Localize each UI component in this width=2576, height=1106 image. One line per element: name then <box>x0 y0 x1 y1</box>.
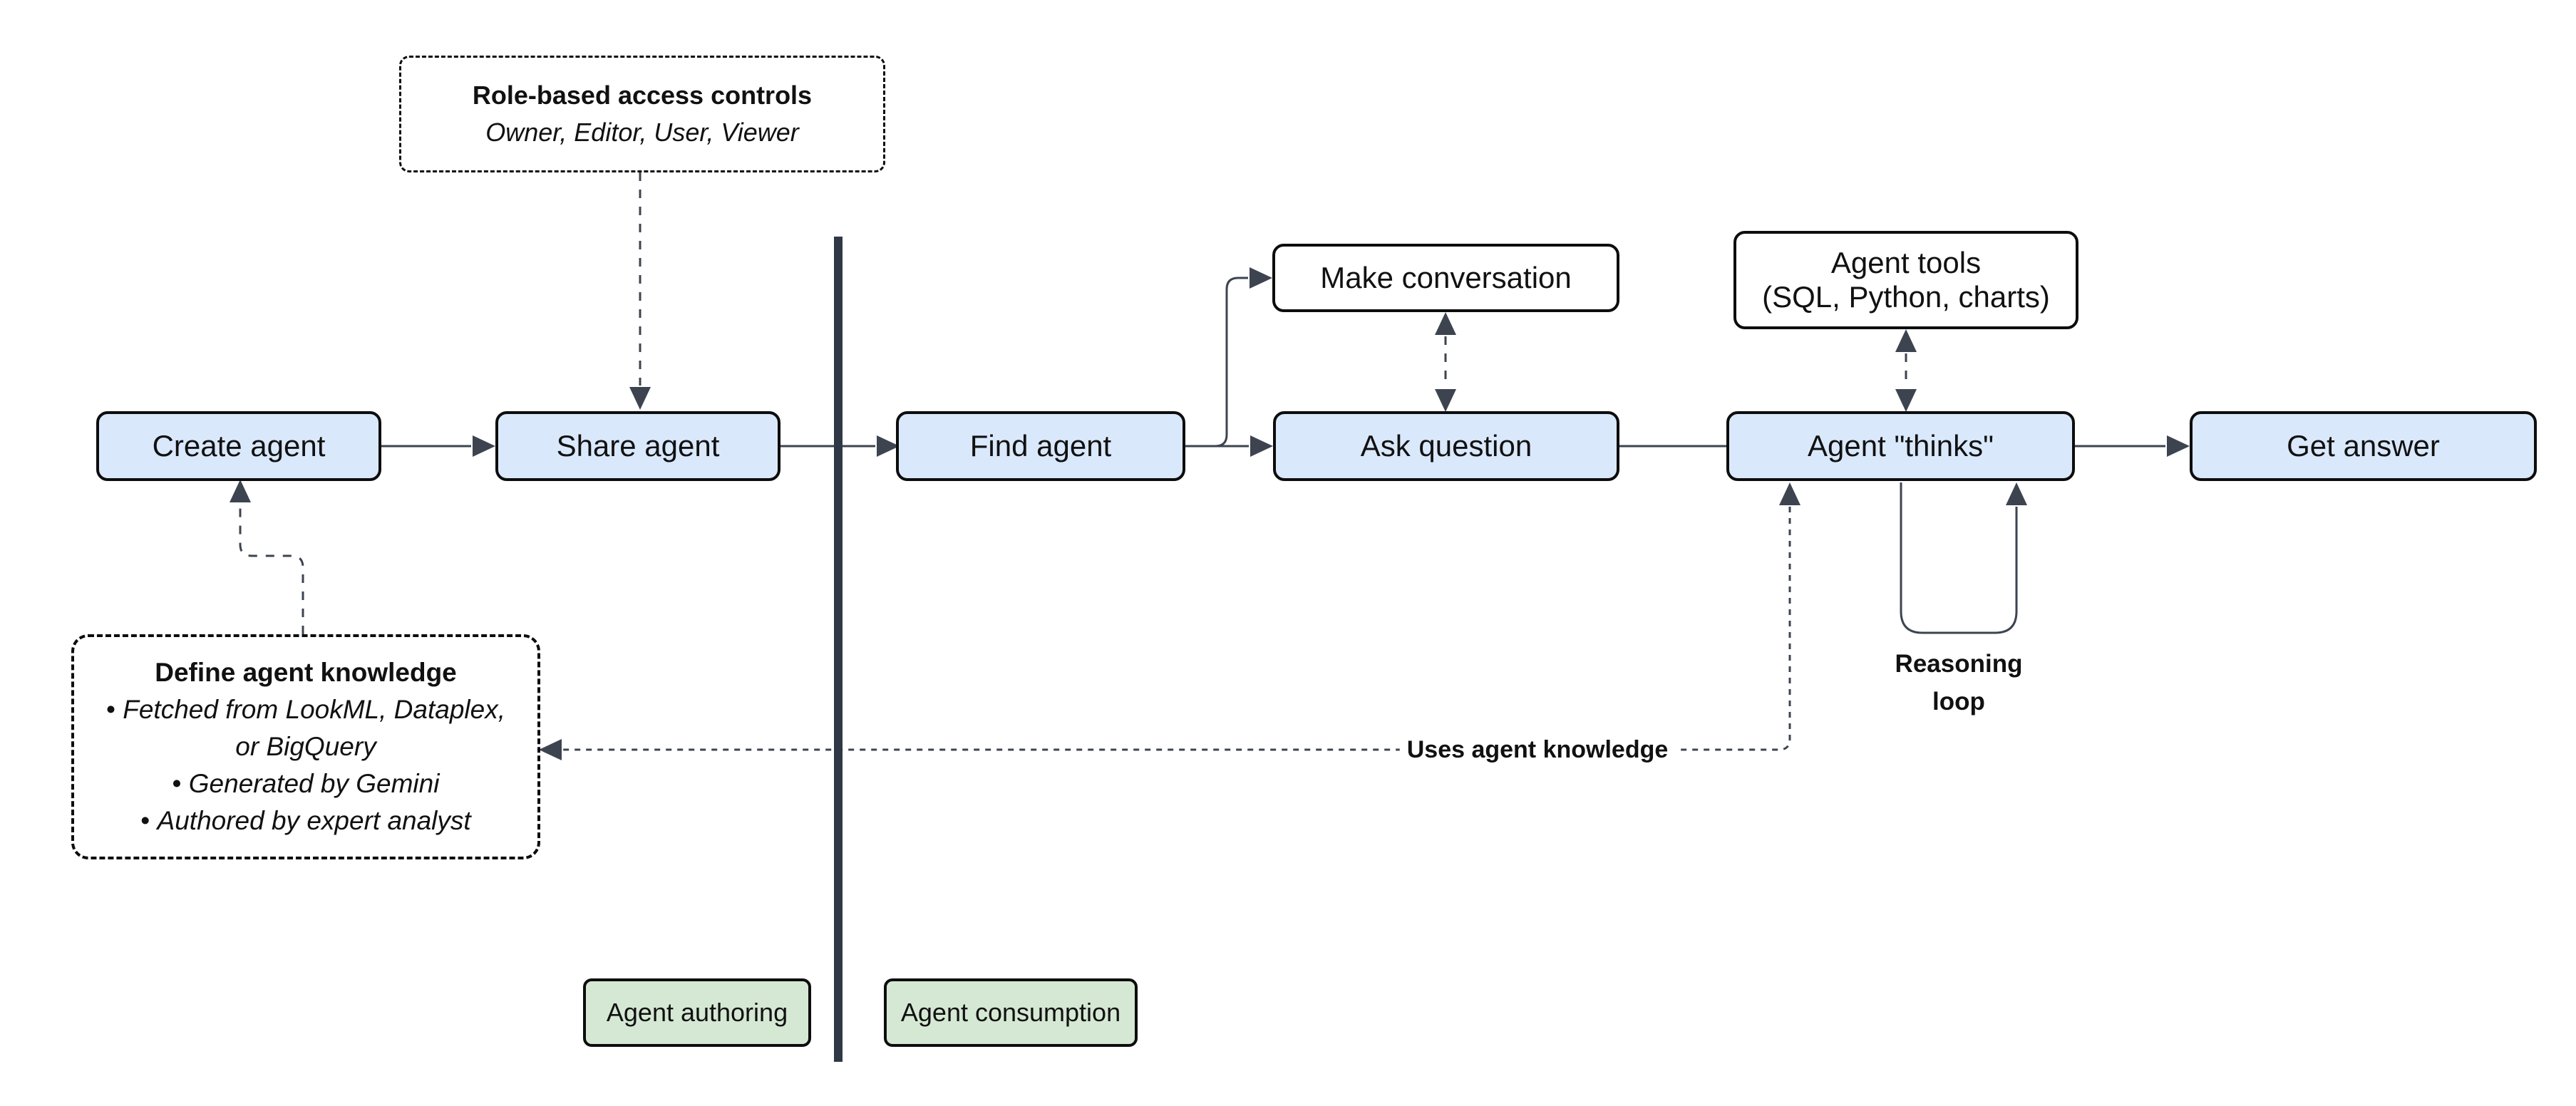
node-find-agent-label: Find agent <box>969 428 1112 462</box>
node-agent-tools-line2: (SQL, Python, charts) <box>1762 280 2050 314</box>
arrowhead-into-ask-question <box>1250 435 1273 457</box>
node-make-conversation: Make conversation <box>1272 244 1619 312</box>
connector-reasoning-loop <box>1900 482 2018 634</box>
zone-tag-agent-consumption-label: Agent consumption <box>900 998 1121 1028</box>
arrowhead-into-get-answer <box>2167 435 2190 457</box>
node-create-agent: Create agent <box>96 411 381 481</box>
connector-uses-agent-knowledge <box>563 507 1791 751</box>
note-knowledge-bullet-3: Authored by expert analyst <box>140 802 471 839</box>
node-share-agent-label: Share agent <box>556 428 720 462</box>
connector-knowledge-to-create <box>239 504 304 634</box>
node-agent-thinks-label: Agent "thinks" <box>1808 428 1994 462</box>
label-reasoning-loop-line1: Reasoning <box>1895 650 2023 678</box>
node-get-answer: Get answer <box>2190 411 2537 481</box>
arrowhead-down-into-ask-question <box>1435 389 1456 412</box>
node-ask-question-label: Ask question <box>1360 428 1532 462</box>
zone-tag-agent-consumption: Agent consumption <box>884 978 1138 1047</box>
node-create-agent-label: Create agent <box>152 428 326 462</box>
node-find-agent: Find agent <box>896 411 1185 481</box>
note-rbac-title: Role-based access controls <box>472 81 813 110</box>
label-reasoning-loop-line2: loop <box>1932 688 1985 715</box>
arrowhead-up-into-agent-tools <box>1895 329 1917 352</box>
node-share-agent: Share agent <box>495 411 780 481</box>
node-agent-tools-line1: Agent tools <box>1830 245 1982 279</box>
arrowhead-into-share-agent <box>473 435 495 457</box>
label-reasoning-loop: Reasoning loop <box>1895 645 2023 720</box>
label-uses-agent-knowledge: Uses agent knowledge <box>1399 735 1676 765</box>
arrowhead-into-make-conversation <box>1250 267 1272 289</box>
zone-tag-agent-authoring: Agent authoring <box>583 978 811 1047</box>
note-knowledge-bullet-1: Fetched from LookML, Dataplex, or BigQue… <box>105 691 506 765</box>
arrowhead-left-into-knowledge-note <box>539 739 562 760</box>
arrowhead-up-into-agent-thinks <box>1779 482 1800 505</box>
node-make-conversation-label: Make conversation <box>1320 260 1572 294</box>
node-agent-thinks: Agent "thinks" <box>1726 411 2075 481</box>
zone-divider <box>834 237 843 1062</box>
arrowhead-loop-into-agent-thinks <box>2006 482 2027 505</box>
node-ask-question: Ask question <box>1273 411 1619 481</box>
zone-tag-agent-authoring-label: Agent authoring <box>606 998 788 1028</box>
arrowhead-into-find-agent <box>877 435 900 457</box>
arrowhead-up-into-create-agent <box>230 480 251 502</box>
node-get-answer-label: Get answer <box>2287 428 2440 462</box>
arrowhead-down-into-agent-thinks <box>1895 389 1917 412</box>
node-agent-tools: Agent tools (SQL, Python, charts) <box>1733 231 2078 329</box>
arrowhead-down-into-share-agent <box>629 387 651 410</box>
connector-find-to-make-conversation <box>1185 276 1248 448</box>
note-role-based-access: Role-based access controls Owner, Editor… <box>399 56 885 172</box>
note-knowledge-bullet-2: Generated by Gemini <box>172 765 440 802</box>
note-knowledge-title: Define agent knowledge <box>155 658 457 687</box>
arrowhead-up-into-make-conversation <box>1435 312 1456 335</box>
note-define-agent-knowledge: Define agent knowledge Fetched from Look… <box>71 634 540 859</box>
note-rbac-subtitle: Owner, Editor, User, Viewer <box>485 118 799 147</box>
